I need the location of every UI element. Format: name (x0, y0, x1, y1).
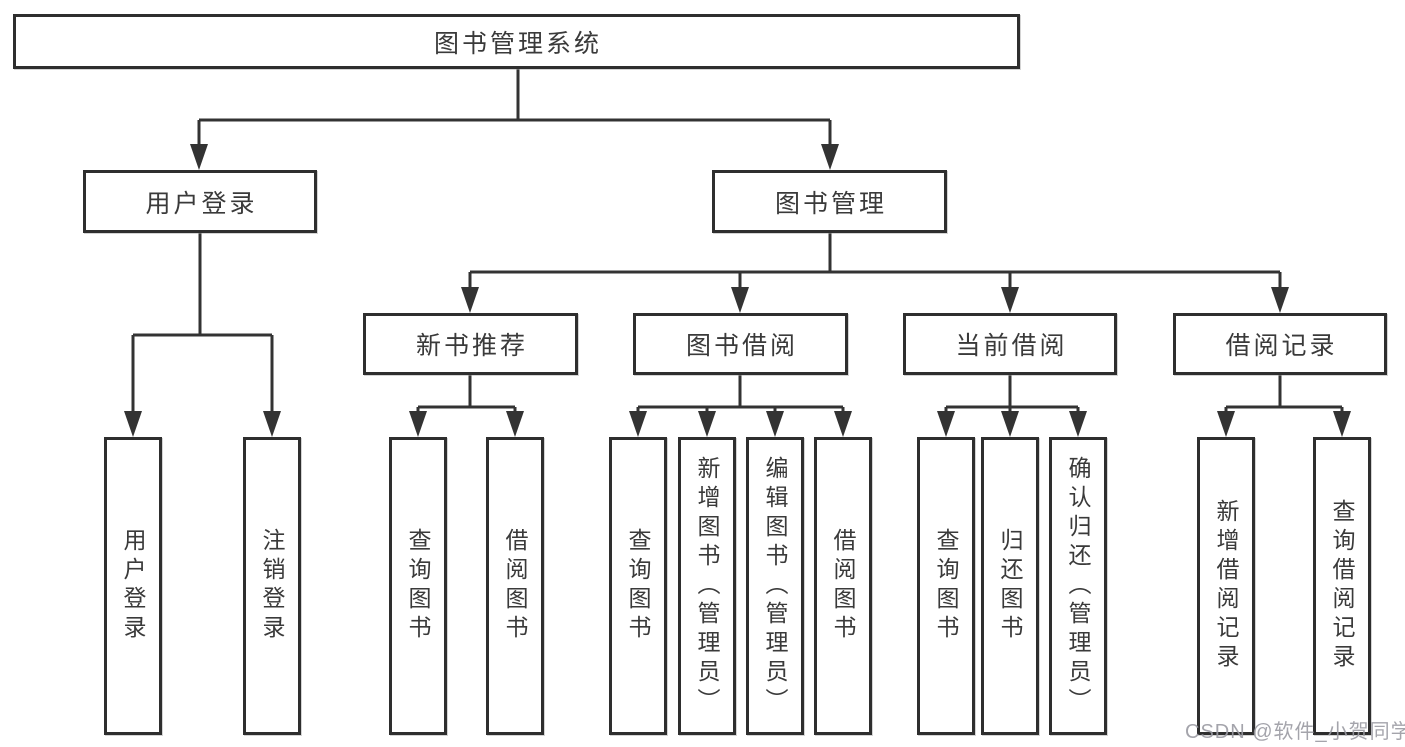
node-root-library-system: 图书管理系统 (13, 14, 1020, 69)
node-borrowing-records: 借阅记录 (1173, 313, 1387, 375)
node-book-management: 图书管理 (712, 170, 947, 233)
node-label: 查询图书 (625, 528, 651, 644)
node-book-borrowing: 图书借阅 (633, 313, 848, 375)
node-label: 确认归还（管理员） (1065, 455, 1091, 717)
node-label: 图书借阅 (685, 332, 798, 360)
node-label: 新增借阅记录 (1213, 499, 1239, 673)
node-label: 编辑图书（管理员） (762, 455, 788, 717)
node-label: 用户登录 (145, 189, 258, 218)
node-leaf-query-books-recommend: 查询图书 (389, 437, 447, 735)
node-leaf-confirm-return-admin: 确认归还（管理员） (1049, 437, 1107, 735)
node-current-borrowing: 当前借阅 (903, 313, 1117, 375)
node-label: 查询图书 (933, 528, 959, 644)
node-leaf-add-borrow-record: 新增借阅记录 (1197, 437, 1255, 735)
node-label: 借阅图书 (830, 528, 856, 644)
node-label: 归还图书 (997, 528, 1023, 644)
node-label: 注销登录 (259, 528, 285, 644)
node-label: 借阅记录 (1225, 332, 1338, 360)
node-label: 图书管理 (774, 189, 887, 218)
node-leaf-logout: 注销登录 (243, 437, 301, 735)
node-leaf-query-books-current: 查询图书 (917, 437, 975, 735)
node-label: 当前借阅 (955, 332, 1068, 360)
node-leaf-borrow-books-recommend: 借阅图书 (486, 437, 544, 735)
node-leaf-query-books-borrowing: 查询图书 (609, 437, 667, 735)
node-label: 查询图书 (405, 528, 431, 644)
node-label: 查询借阅记录 (1329, 499, 1355, 673)
node-label: 借阅图书 (502, 528, 528, 644)
node-leaf-edit-books-admin: 编辑图书（管理员） (746, 437, 804, 735)
node-user-login: 用户登录 (83, 170, 317, 233)
node-label: 图书管理系统 (433, 29, 602, 58)
node-leaf-add-books-admin: 新增图书（管理员） (678, 437, 736, 735)
node-label: 新书推荐 (415, 332, 528, 360)
node-label: 用户登录 (120, 528, 146, 644)
node-new-book-recommendation: 新书推荐 (363, 313, 578, 375)
node-leaf-return-books: 归还图书 (981, 437, 1039, 735)
node-label: 新增图书（管理员） (694, 455, 720, 717)
node-leaf-query-borrow-record: 查询借阅记录 (1313, 437, 1371, 735)
node-leaf-borrow-books: 借阅图书 (814, 437, 872, 735)
csdn-watermark: CSDN @软件_小贺同学 (1185, 721, 1405, 743)
node-leaf-user-login: 用户登录 (104, 437, 162, 735)
